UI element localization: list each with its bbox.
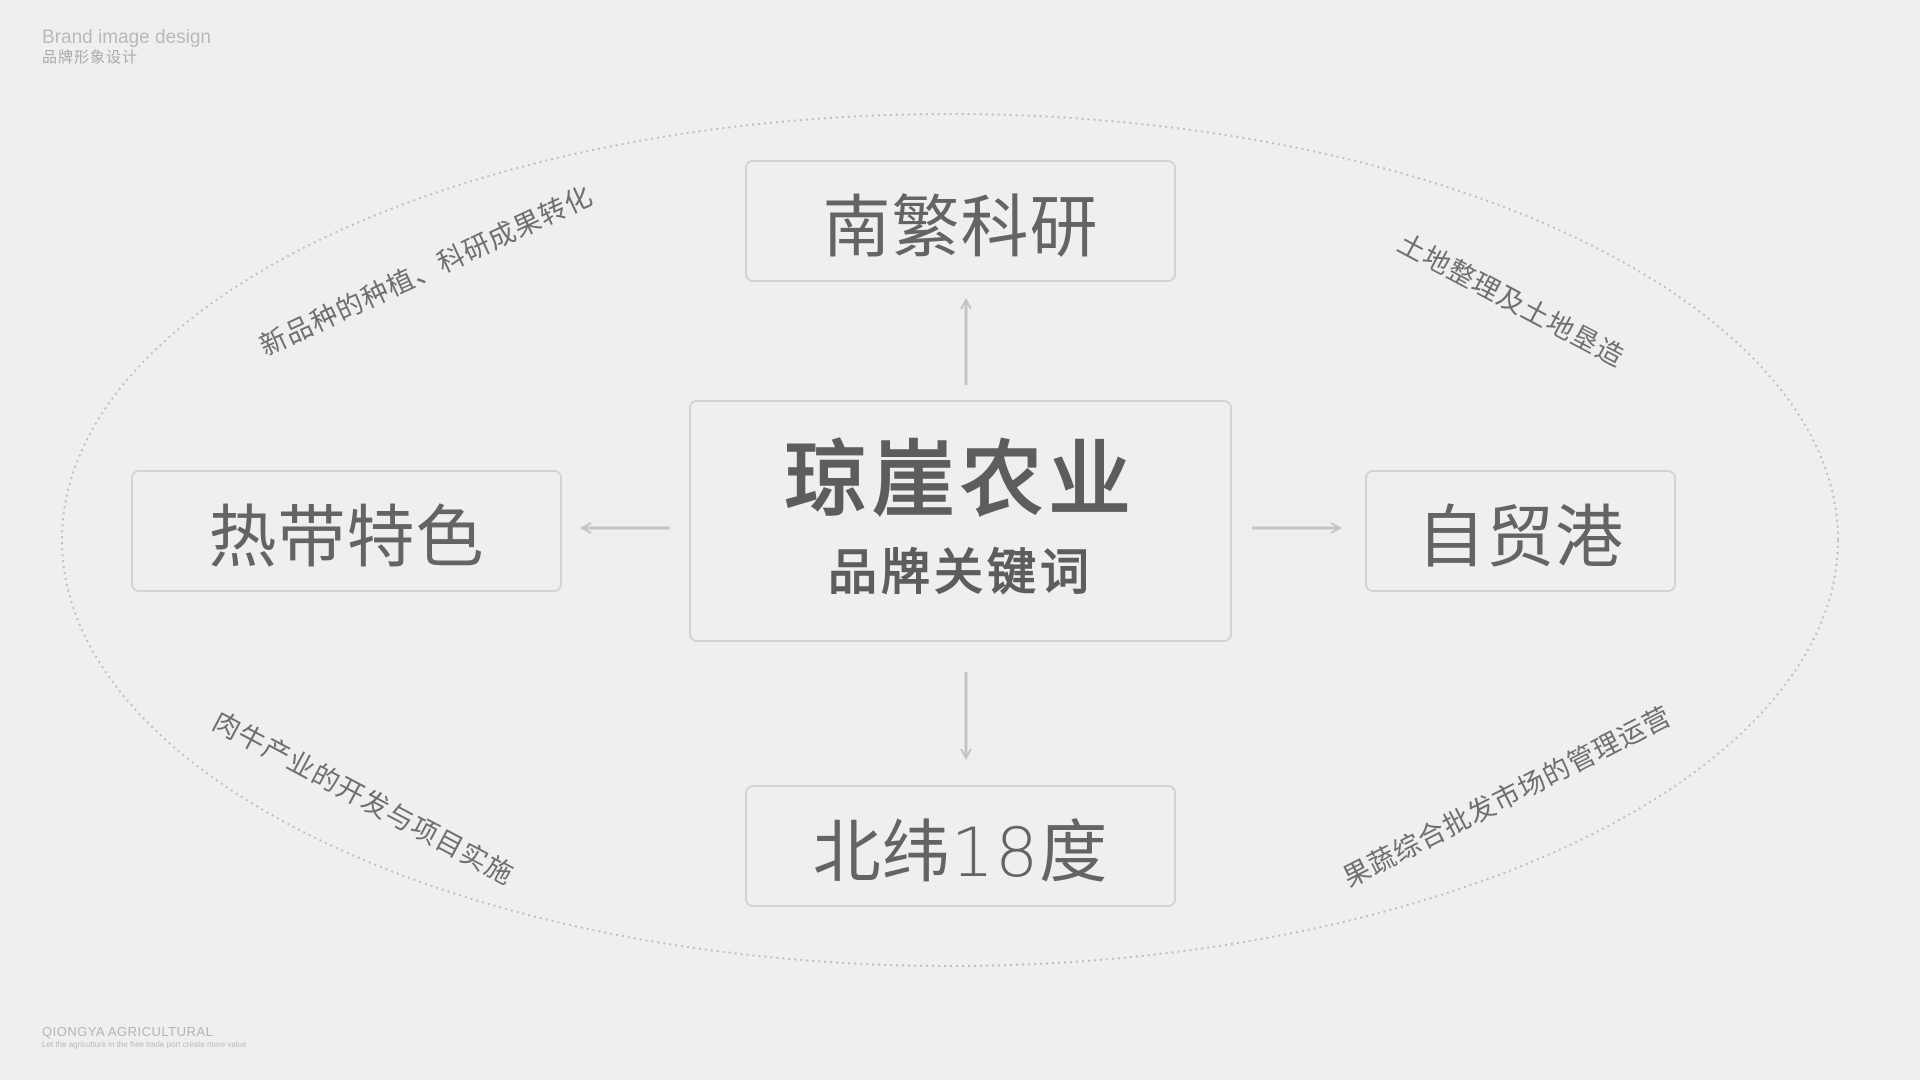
- center-subtitle: 品牌关键词: [827, 543, 1093, 601]
- corner-header: Brand image design 品牌形象设计: [42, 27, 211, 66]
- header-brand-cn: 品牌形象设计: [42, 47, 139, 66]
- header-brand-en: Brand image design: [42, 27, 211, 48]
- keyword-right-box: 自贸港: [1365, 470, 1676, 592]
- keyword-bottom-box: 北纬18度: [745, 785, 1176, 907]
- dotted-ellipse: [61, 113, 1839, 967]
- footer-slogan: Let the agriculture in the free trade po…: [42, 1040, 247, 1049]
- keyword-right: 自贸港: [1416, 498, 1624, 578]
- keyword-top: 南繁科研: [822, 188, 1099, 268]
- keyword-left-box: 热带特色: [131, 470, 562, 592]
- keyword-left: 热带特色: [208, 498, 485, 578]
- keyword-bottom: 北纬18度: [812, 813, 1109, 893]
- center-title: 琼崖农业: [784, 433, 1137, 529]
- footer-brand: QIONGYA AGRICULTURAL: [42, 1024, 214, 1039]
- keyword-top-box: 南繁科研: [745, 160, 1176, 282]
- center-box: 琼崖农业 品牌关键词: [689, 400, 1232, 642]
- corner-footer: QIONGYA AGRICULTURAL Let the agriculture…: [42, 1024, 247, 1049]
